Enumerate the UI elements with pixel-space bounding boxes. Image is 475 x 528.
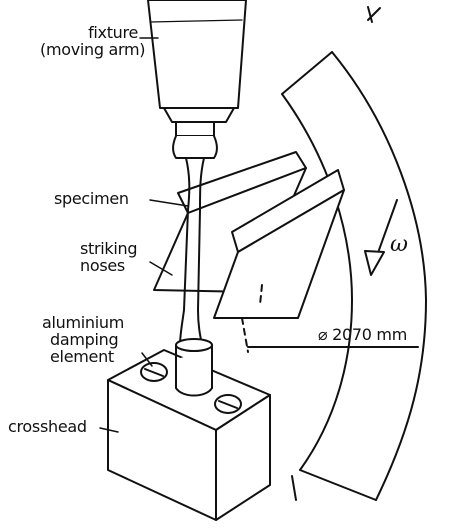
fixture-collar: [175, 121, 215, 137]
lower-grip-top: [175, 338, 213, 352]
label-striking-noses: striking noses: [80, 239, 138, 275]
specimen-right-edge: [197, 157, 205, 346]
label-aluminium-line2: damping: [50, 330, 119, 349]
leader-aluminium: [141, 352, 153, 367]
screw-slot-right: [218, 400, 238, 409]
grip-base-cap: [176, 356, 212, 368]
leader-crosshead: [99, 427, 119, 433]
nose-dashed-marker: [259, 284, 263, 306]
wheel-inner-edge: [281, 93, 353, 471]
fixture-edge: [149, 19, 243, 23]
rotation-arrow: [364, 199, 398, 276]
label-crosshead: crosshead: [8, 417, 87, 436]
wheel-bottom-break-mark: [291, 475, 297, 501]
specimen-upper-grip: [172, 135, 218, 159]
crosshead-side: [215, 394, 271, 521]
label-aluminium-line3: element: [50, 347, 114, 366]
rotating-wheel: [281, 6, 427, 501]
leader-striking-noses: [149, 261, 173, 276]
rotation-arrow-shaft: [378, 199, 398, 251]
label-aluminium-line1: aluminium: [42, 313, 125, 332]
wheel-bottom-cut: [299, 469, 377, 501]
crosshead-block: [107, 344, 271, 521]
label-diameter: ⌀ 2070 mm: [318, 325, 407, 344]
leader-lines: [99, 37, 189, 433]
label-specimen: specimen: [54, 189, 129, 208]
label-aluminium-damping-element: aluminium damping element: [42, 314, 124, 365]
specimen-left-edge: [179, 157, 191, 346]
label-striking-line1: striking: [80, 239, 138, 258]
striking-noses: [153, 151, 345, 319]
label-fixture-line1: fixture: [88, 23, 138, 42]
striking-nose-front-face: [213, 189, 345, 319]
wheel-top-cut: [281, 51, 333, 95]
label-fixture-line2: (moving arm): [40, 40, 146, 59]
rotation-arrow-head: [364, 250, 385, 276]
diameter-dimension: [241, 317, 419, 353]
diameter-dashed-line: [241, 317, 249, 353]
label-striking-line2: noses: [80, 256, 125, 275]
fixture-body: [147, 0, 247, 109]
wheel-top-break-tick: [367, 6, 373, 23]
fixture-taper: [163, 107, 235, 123]
screw-slot-left: [144, 368, 164, 377]
leader-specimen: [149, 199, 189, 207]
specimen-rod: [179, 157, 205, 346]
fixture-moving-arm: [147, 0, 247, 159]
label-fixture: fixture (moving arm): [40, 23, 146, 59]
label-omega: ω: [390, 232, 408, 257]
wheel-outer-edge: [331, 51, 427, 501]
